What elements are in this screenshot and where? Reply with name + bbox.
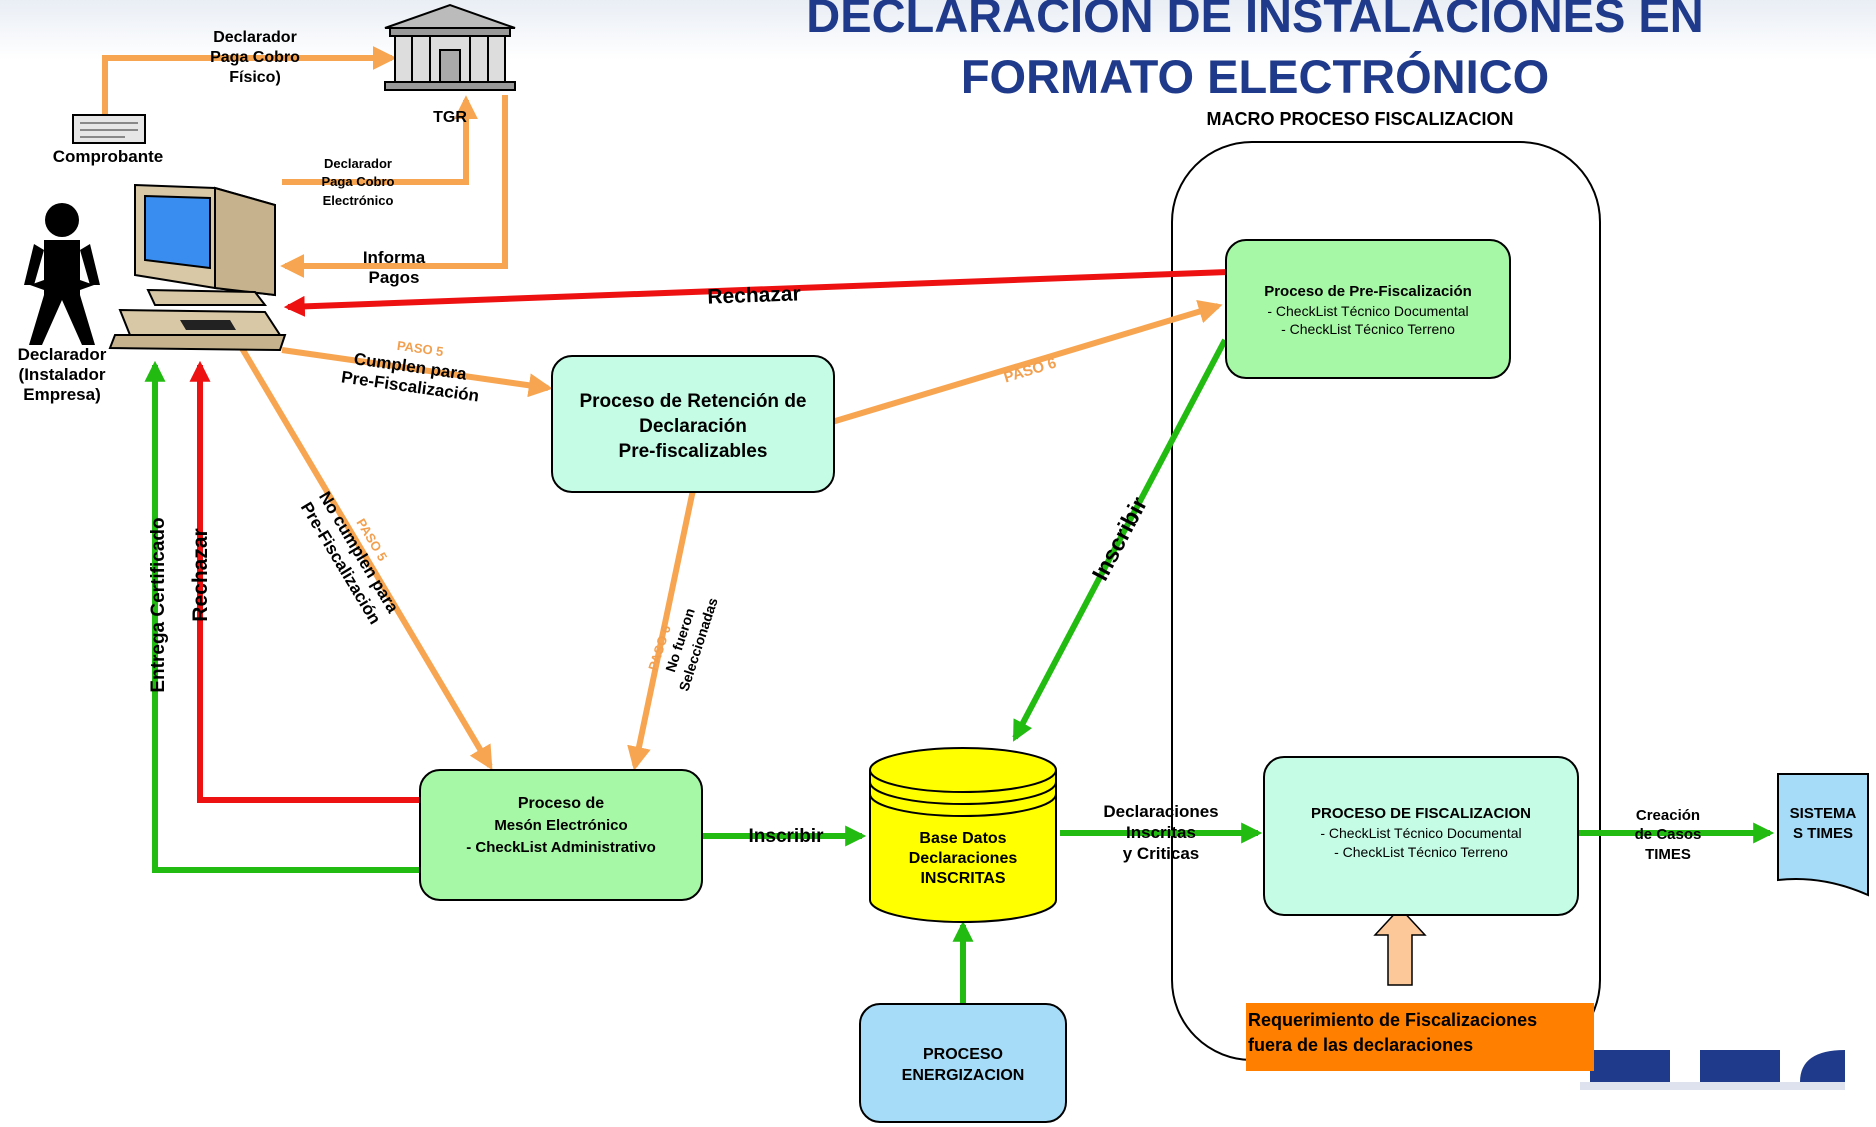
computer-icon [108, 183, 287, 352]
creacion-line2: de Casos [1635, 826, 1702, 843]
declarador-line2: (Instalador [19, 365, 106, 384]
informa-line1: Informa [363, 248, 426, 267]
declaraciones-line1: Declaraciones [1103, 802, 1218, 821]
tgr-label: TGR [433, 109, 467, 126]
logo-fragment [1580, 1050, 1845, 1090]
orange-flows [102, 46, 1223, 771]
retencion-line2: Declaración [639, 416, 747, 437]
node-requerimiento [1246, 1003, 1594, 1071]
red-flows [189, 269, 1229, 803]
declarador-line3: Empresa) [23, 385, 100, 404]
sistema-line2: S TIMES [1793, 825, 1853, 842]
green-flows [144, 338, 1775, 1010]
paso5-top-label: PASO 5 [396, 338, 444, 359]
meson-line2: Mesón Electrónico [494, 817, 627, 834]
bank-icon [384, 3, 516, 91]
macro-label: MACRO PROCESO FISCALIZACION [1206, 109, 1513, 129]
prefisc-line3: - CheckList Técnico Terreno [1281, 321, 1455, 337]
node-fiscalizacion [1263, 756, 1579, 916]
node-retencion [551, 355, 835, 493]
fiscalizacion-line1: PROCESO DE FISCALIZACION [1311, 805, 1531, 822]
retencion-line1: Proceso de Retención de [579, 391, 806, 412]
paso6-top-label: PASO 6 [1002, 354, 1059, 386]
node-prefisc [1225, 239, 1511, 379]
inscribir-h-label: Inscribir [749, 826, 825, 847]
fiscalizacion-line2: - CheckList Técnico Documental [1320, 825, 1521, 841]
meson-line1: Proceso de [518, 795, 604, 812]
prefisc-line1: Proceso de Pre-Fiscalización [1264, 283, 1472, 300]
up-arrow-icon [1373, 906, 1427, 986]
creacion-line1: Creación [1636, 807, 1700, 824]
retencion-line3: Pre-fiscalizables [619, 441, 768, 462]
node-sistema [1777, 773, 1869, 897]
receipt-icon [72, 114, 146, 144]
requerimiento-line1: Requerimiento de Fiscalizaciones [1248, 1010, 1537, 1030]
node-basedatos [869, 747, 1057, 923]
declaraciones-line2: Inscritas [1126, 823, 1196, 842]
paga-fisico-line1: Declarador [213, 29, 297, 46]
basedatos-line2: Declaraciones [909, 850, 1018, 867]
rechazar-left-label: Rechazar [189, 528, 212, 621]
informa-line2: Pagos [368, 268, 419, 287]
title-line1: DECLARACION DE INSTALACIONES EN [806, 0, 1703, 42]
title-line2: FORMATO ELECTRÓNICO [961, 50, 1549, 103]
basedatos-line3: INSCRITAS [920, 870, 1005, 887]
prefisc-line2: - CheckList Técnico Documental [1267, 303, 1468, 319]
rechazar-top-label: Rechazar [707, 282, 801, 308]
requerimiento-line2: fuera de las declaraciones [1248, 1035, 1473, 1055]
person-icon [24, 203, 100, 345]
node-meson [419, 769, 703, 901]
creacion-line3: TIMES [1645, 846, 1691, 863]
meson-line3: - CheckList Administrativo [466, 839, 655, 856]
node-energizacion [859, 1003, 1067, 1123]
fiscalizacion-line3: - CheckList Técnico Terreno [1334, 844, 1508, 860]
basedatos-line1: Base Datos [919, 830, 1006, 847]
paga-electronico-line3: Electrónico [323, 193, 394, 208]
paga-electronico-line1: Declarador [324, 156, 392, 171]
paga-fisico-line2: Paga Cobro [210, 49, 300, 66]
paga-electronico-line2: Paga Cobro [322, 174, 395, 189]
comprobante-label: Comprobante [53, 147, 164, 166]
sistema-line1: SISTEMA [1790, 805, 1857, 822]
inscribir-diag-label: Inscribir [1087, 492, 1153, 584]
paga-fisico-line3: Físico) [229, 69, 281, 86]
declaraciones-line3: y Criticas [1123, 844, 1200, 863]
energizacion-line2: ENERGIZACION [902, 1067, 1025, 1084]
energizacion-line1: PROCESO [923, 1046, 1003, 1063]
declarador-line1: Declarador [18, 345, 107, 364]
entrega-certificado-label: Entrega Certificado [148, 517, 169, 692]
